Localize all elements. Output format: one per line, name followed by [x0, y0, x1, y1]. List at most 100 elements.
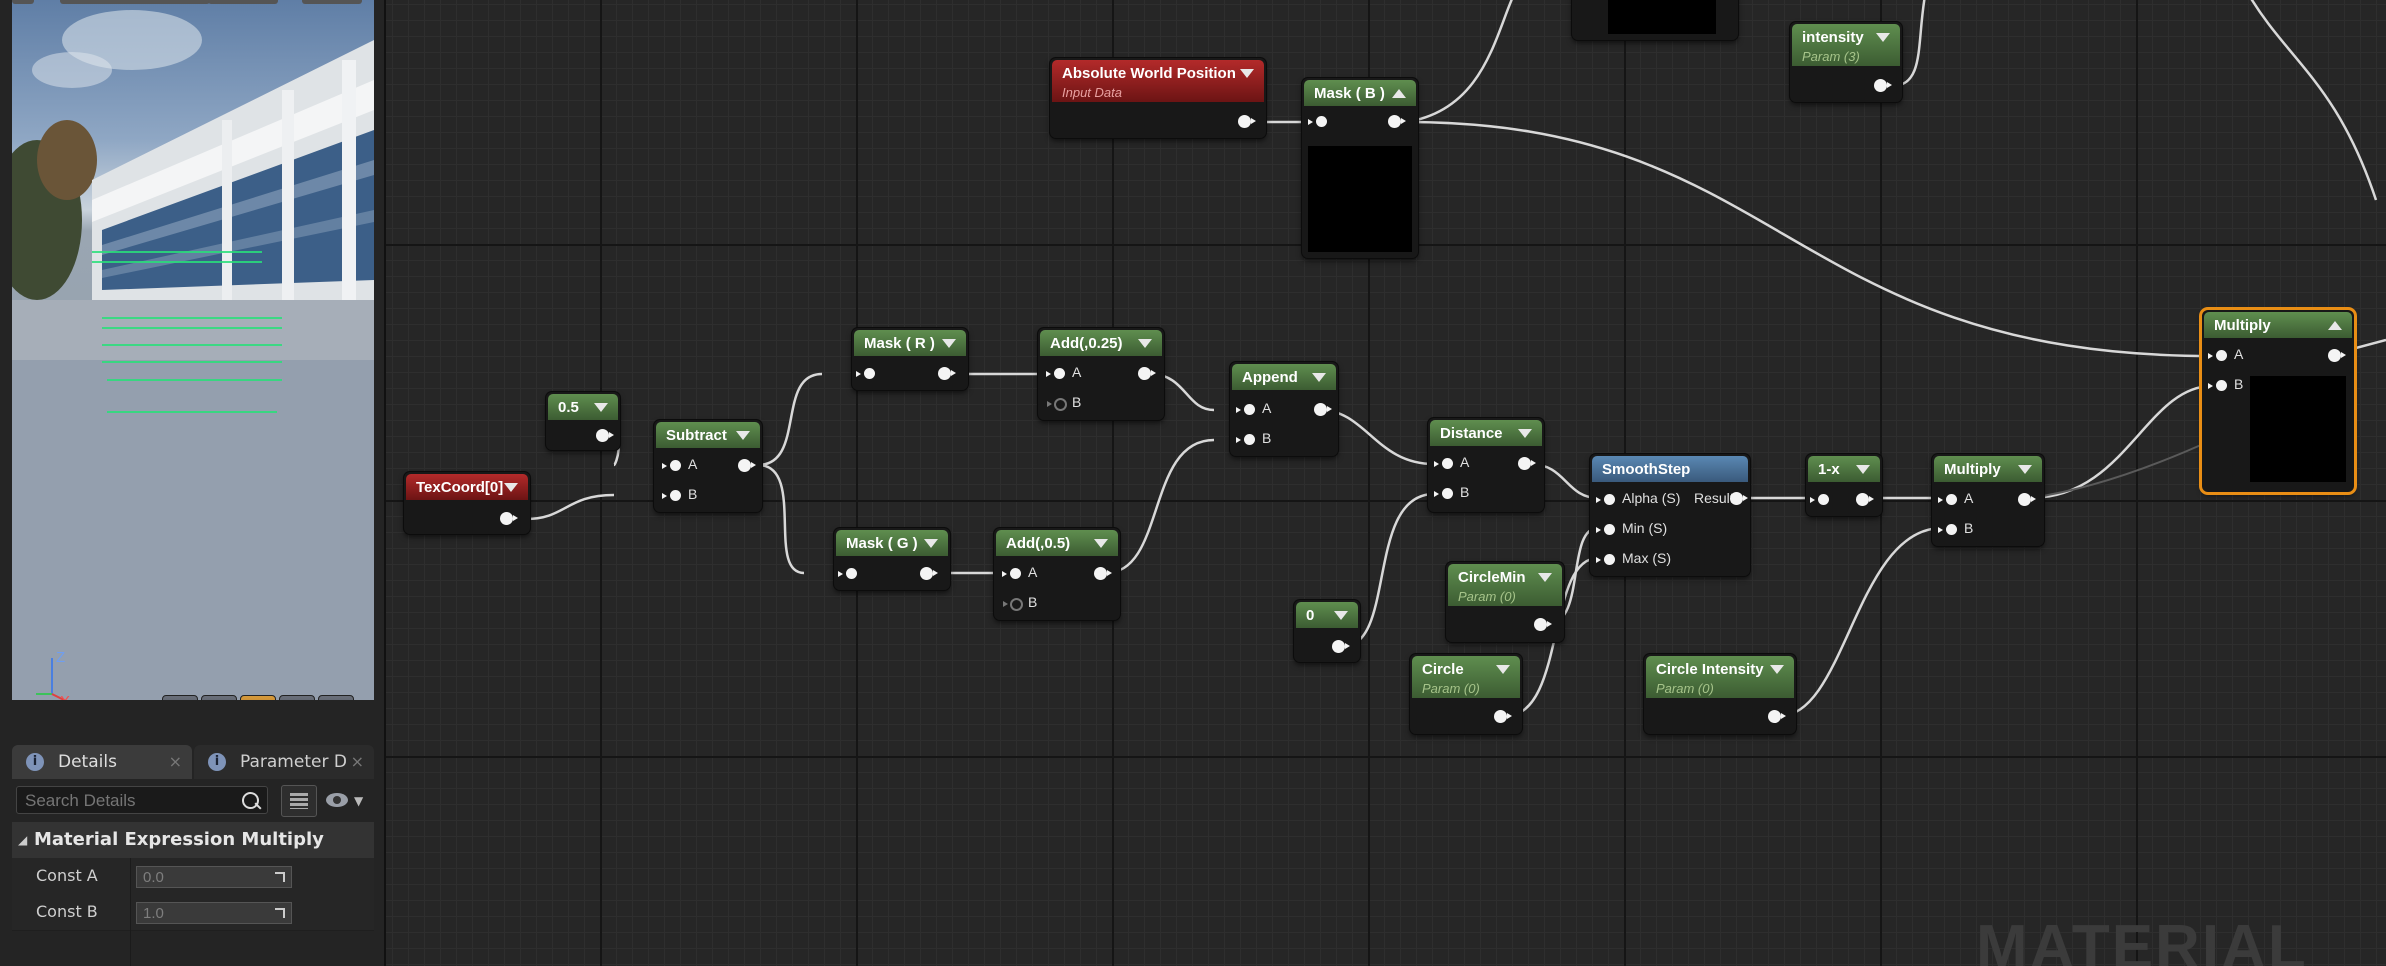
tab-parameter-defaults[interactable]: i Parameter D ×	[194, 745, 374, 779]
collapse-arrow-icon[interactable]	[1094, 539, 1108, 548]
output-pin[interactable]	[2328, 349, 2346, 362]
material-graph-canvas[interactable]: Absolute World Position Input Data Mask …	[386, 0, 2386, 966]
collapse-arrow-icon[interactable]	[1138, 339, 1152, 348]
output-pin[interactable]	[1856, 493, 1874, 506]
input-pin[interactable]	[1236, 434, 1255, 445]
collapse-arrow-icon[interactable]	[1240, 69, 1254, 78]
expand-arrow-icon[interactable]	[2328, 321, 2342, 330]
node-texcoord[interactable]: TexCoord[0]	[404, 472, 530, 534]
output-pin[interactable]	[1388, 115, 1406, 128]
node-subtract[interactable]: Subtract A B	[654, 420, 762, 512]
node-distance[interactable]: Distance A B	[1428, 418, 1544, 512]
collapse-arrow-icon[interactable]	[942, 339, 956, 348]
sphere-icon[interactable]	[201, 695, 237, 700]
node-circlemin-param[interactable]: CircleMin Param (0)	[1446, 562, 1564, 642]
expand-arrow-icon[interactable]	[1392, 89, 1406, 98]
grid-view-button[interactable]	[281, 785, 317, 817]
collapse-arrow-icon[interactable]	[1312, 373, 1326, 382]
node-mask-b[interactable]: Mask ( B )	[1302, 78, 1418, 258]
input-pin[interactable]	[1003, 598, 1023, 611]
node-append[interactable]: Append A B	[1230, 362, 1338, 456]
section-header[interactable]: ◢ Material Expression Multiply	[12, 822, 374, 858]
const-b-field[interactable]: 1.0	[136, 902, 292, 924]
collapse-arrow-icon[interactable]	[1518, 429, 1532, 438]
collapse-arrow-icon[interactable]	[1876, 33, 1890, 42]
collapse-arrow-icon[interactable]	[1334, 611, 1348, 620]
node-absolute-world-position[interactable]: Absolute World Position Input Data	[1050, 58, 1266, 138]
node-add-0-25[interactable]: Add(,0.25) A B	[1038, 328, 1164, 420]
node-add-0-5[interactable]: Add(,0.5) A B	[994, 528, 1120, 620]
plane-icon[interactable]	[240, 695, 276, 700]
search-icon[interactable]	[242, 792, 259, 809]
input-pin[interactable]	[1434, 488, 1453, 499]
node-smoothstep[interactable]: SmoothStep Alpha (S) Result Min (S) Max …	[1590, 454, 1750, 576]
close-icon[interactable]: ×	[350, 752, 364, 771]
collapse-arrow-icon[interactable]	[1770, 665, 1784, 674]
output-pin[interactable]	[938, 367, 956, 380]
output-pin[interactable]	[1138, 367, 1156, 380]
input-pin[interactable]	[1047, 398, 1067, 411]
collapse-arrow-icon[interactable]	[2018, 465, 2032, 474]
collapse-arrow-icon[interactable]	[504, 483, 518, 492]
output-pin[interactable]	[1518, 457, 1536, 470]
output-pin[interactable]	[1768, 710, 1786, 723]
search-input[interactable]	[23, 787, 237, 815]
node-mask-g[interactable]: Mask ( G )	[834, 528, 950, 590]
collapse-arrow-icon[interactable]	[924, 539, 938, 548]
node-intensity-param[interactable]: intensity Param (3)	[1790, 22, 1902, 102]
node-constant-0[interactable]: 0	[1294, 600, 1360, 662]
output-pin[interactable]	[1314, 403, 1332, 416]
collapse-arrow-icon[interactable]	[1538, 573, 1552, 582]
preview-viewport[interactable]: Z X	[12, 0, 374, 700]
node-multiply[interactable]: Multiply A B	[1932, 454, 2044, 546]
output-pin[interactable]	[1874, 79, 1892, 92]
node-header: Add(,0.5)	[996, 530, 1118, 556]
node-constant-0-5[interactable]: 0.5	[546, 392, 620, 450]
collapse-arrow-icon[interactable]	[1496, 665, 1510, 674]
node-mask-r[interactable]: Mask ( R )	[852, 328, 968, 390]
output-pin[interactable]	[500, 512, 518, 525]
collapse-arrow-icon[interactable]	[736, 431, 750, 440]
collapse-arrow-icon[interactable]	[1856, 465, 1870, 474]
const-a-field[interactable]: 0.0	[136, 866, 292, 888]
output-pin[interactable]	[596, 429, 614, 442]
output-pin[interactable]	[2018, 493, 2036, 506]
output-pin[interactable]	[1534, 618, 1552, 631]
tab-details[interactable]: i Details ×	[12, 745, 192, 779]
output-pin[interactable]	[1332, 640, 1350, 653]
input-pin[interactable]	[1938, 494, 1957, 505]
input-pin[interactable]	[1434, 458, 1453, 469]
output-pin[interactable]	[1238, 115, 1256, 128]
input-pin[interactable]	[838, 568, 857, 579]
output-pin[interactable]	[1494, 710, 1512, 723]
cylinder-icon[interactable]	[162, 695, 198, 700]
input-pin[interactable]	[1046, 368, 1065, 379]
output-pin[interactable]	[738, 459, 756, 472]
input-pin[interactable]	[1236, 404, 1255, 415]
input-pin[interactable]	[1596, 524, 1615, 535]
input-pin[interactable]	[1002, 568, 1021, 579]
input-pin[interactable]	[1308, 116, 1327, 127]
output-pin[interactable]	[1094, 567, 1112, 580]
input-pin[interactable]	[856, 368, 875, 379]
node-one-minus[interactable]: 1-x	[1806, 454, 1882, 516]
input-pin[interactable]	[1596, 554, 1615, 565]
input-pin[interactable]	[662, 490, 681, 501]
visibility-button[interactable]: ▼	[326, 788, 370, 812]
input-pin[interactable]	[1938, 524, 1957, 535]
node-circle-param[interactable]: Circle Param (0)	[1410, 654, 1522, 734]
input-pin[interactable]	[1596, 494, 1615, 505]
input-pin[interactable]	[1810, 494, 1829, 505]
output-pin[interactable]	[920, 567, 938, 580]
input-pin[interactable]	[2208, 380, 2227, 391]
node-circle-intensity-param[interactable]: Circle Intensity Param (0)	[1644, 654, 1796, 734]
custom-mesh-icon[interactable]	[318, 695, 354, 700]
node-partial-top[interactable]	[1572, 0, 1738, 40]
output-pin[interactable]	[1730, 492, 1748, 505]
input-pin[interactable]	[662, 460, 681, 471]
cube-icon[interactable]	[279, 695, 315, 700]
input-pin[interactable]	[2208, 350, 2227, 361]
collapse-arrow-icon[interactable]	[594, 403, 608, 412]
close-icon[interactable]: ×	[168, 752, 182, 771]
node-multiply-selected[interactable]: Multiply A B	[2202, 310, 2354, 492]
